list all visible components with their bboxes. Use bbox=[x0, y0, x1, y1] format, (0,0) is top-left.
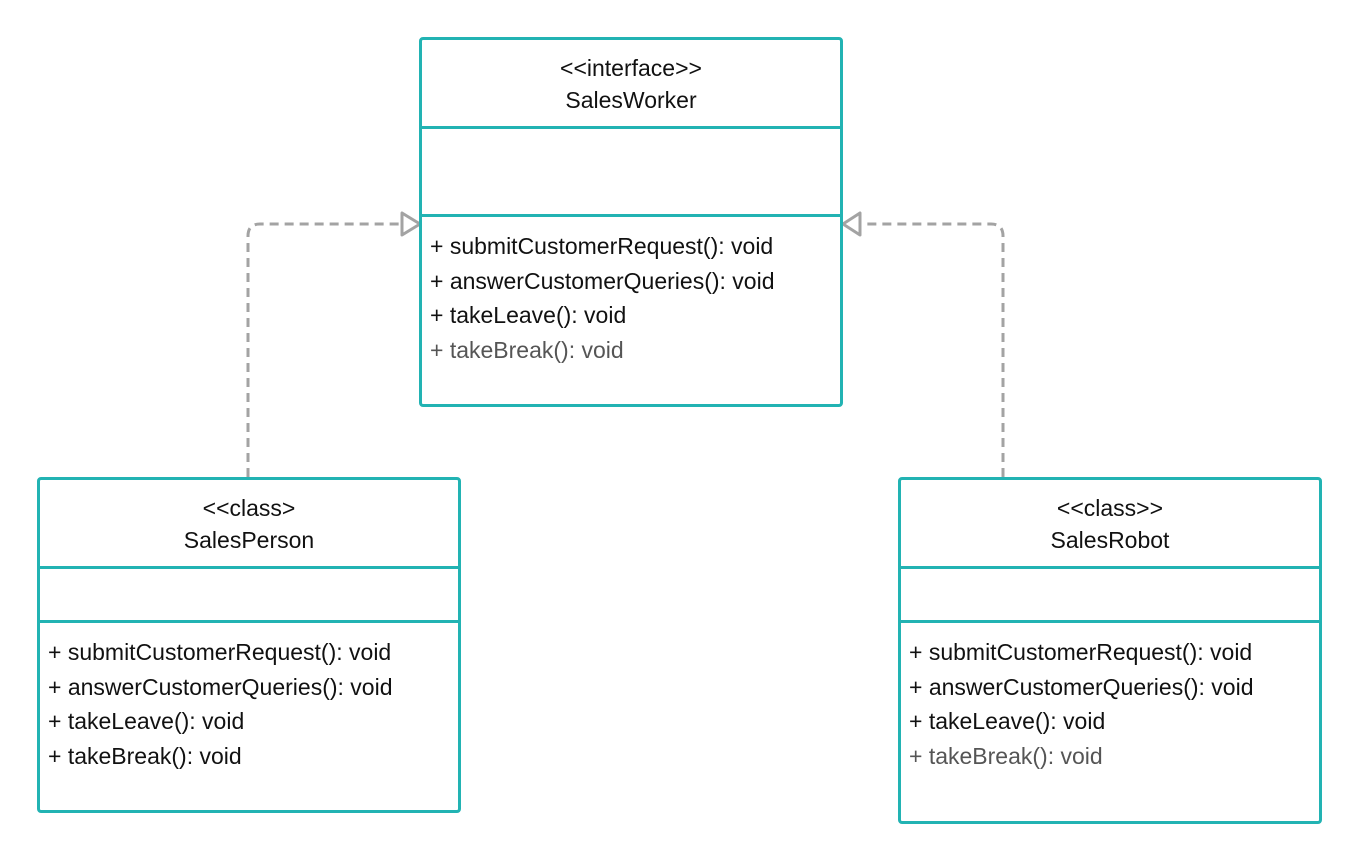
class-name: SalesPerson bbox=[183, 527, 315, 553]
method-submit-customer-request: + submitCustomerRequest(): void bbox=[48, 639, 392, 665]
method-take-break: + takeBreak(): void bbox=[430, 336, 624, 363]
connector-salesrobot-to-salesworker bbox=[860, 222, 1005, 477]
class-name: SalesRobot bbox=[1050, 527, 1170, 553]
realization-arrowhead-left bbox=[400, 211, 422, 237]
method-submit-customer-request: + submitCustomerRequest(): void bbox=[909, 639, 1253, 665]
class-attributes-section bbox=[901, 569, 1319, 623]
interface-methods-section: + submitCustomerRequest(): void + answer… bbox=[422, 217, 840, 367]
connector-salesperson-to-salesworker bbox=[246, 222, 402, 477]
interface-header: <<interface>> SalesWorker bbox=[422, 40, 840, 129]
class-box-salesrobot[interactable]: <<class>> SalesRobot + submitCustomerReq… bbox=[898, 477, 1322, 824]
class-header: <<class>> SalesRobot bbox=[901, 480, 1319, 569]
interface-name: SalesWorker bbox=[565, 87, 697, 113]
class-methods-section: + submitCustomerRequest(): void + answer… bbox=[40, 623, 458, 773]
class-box-salesperson[interactable]: <<class> SalesPerson + submitCustomerReq… bbox=[37, 477, 461, 813]
interface-attributes-section bbox=[422, 129, 840, 217]
method-take-leave: + takeLeave(): void bbox=[48, 708, 245, 734]
interface-stereotype: <<interface>> bbox=[560, 55, 702, 81]
class-header: <<class> SalesPerson bbox=[40, 480, 458, 569]
class-methods-section: + submitCustomerRequest(): void + answer… bbox=[901, 623, 1319, 773]
method-take-leave: + takeLeave(): void bbox=[430, 302, 627, 328]
method-submit-customer-request: + submitCustomerRequest(): void bbox=[430, 233, 774, 259]
method-take-leave: + takeLeave(): void bbox=[909, 708, 1106, 734]
method-answer-customer-queries: + answerCustomerQueries(): void bbox=[909, 673, 1254, 700]
method-answer-customer-queries: + answerCustomerQueries(): void bbox=[430, 267, 775, 294]
interface-box-salesworker[interactable]: <<interface>> SalesWorker + submitCustom… bbox=[419, 37, 843, 407]
realization-arrowhead-right bbox=[841, 211, 862, 237]
method-take-break: + takeBreak(): void bbox=[48, 742, 242, 769]
method-take-break: + takeBreak(): void bbox=[909, 742, 1103, 769]
class-stereotype: <<class>> bbox=[1056, 495, 1164, 521]
class-attributes-section bbox=[40, 569, 458, 623]
method-answer-customer-queries: + answerCustomerQueries(): void bbox=[48, 673, 393, 700]
class-stereotype: <<class> bbox=[202, 495, 296, 521]
